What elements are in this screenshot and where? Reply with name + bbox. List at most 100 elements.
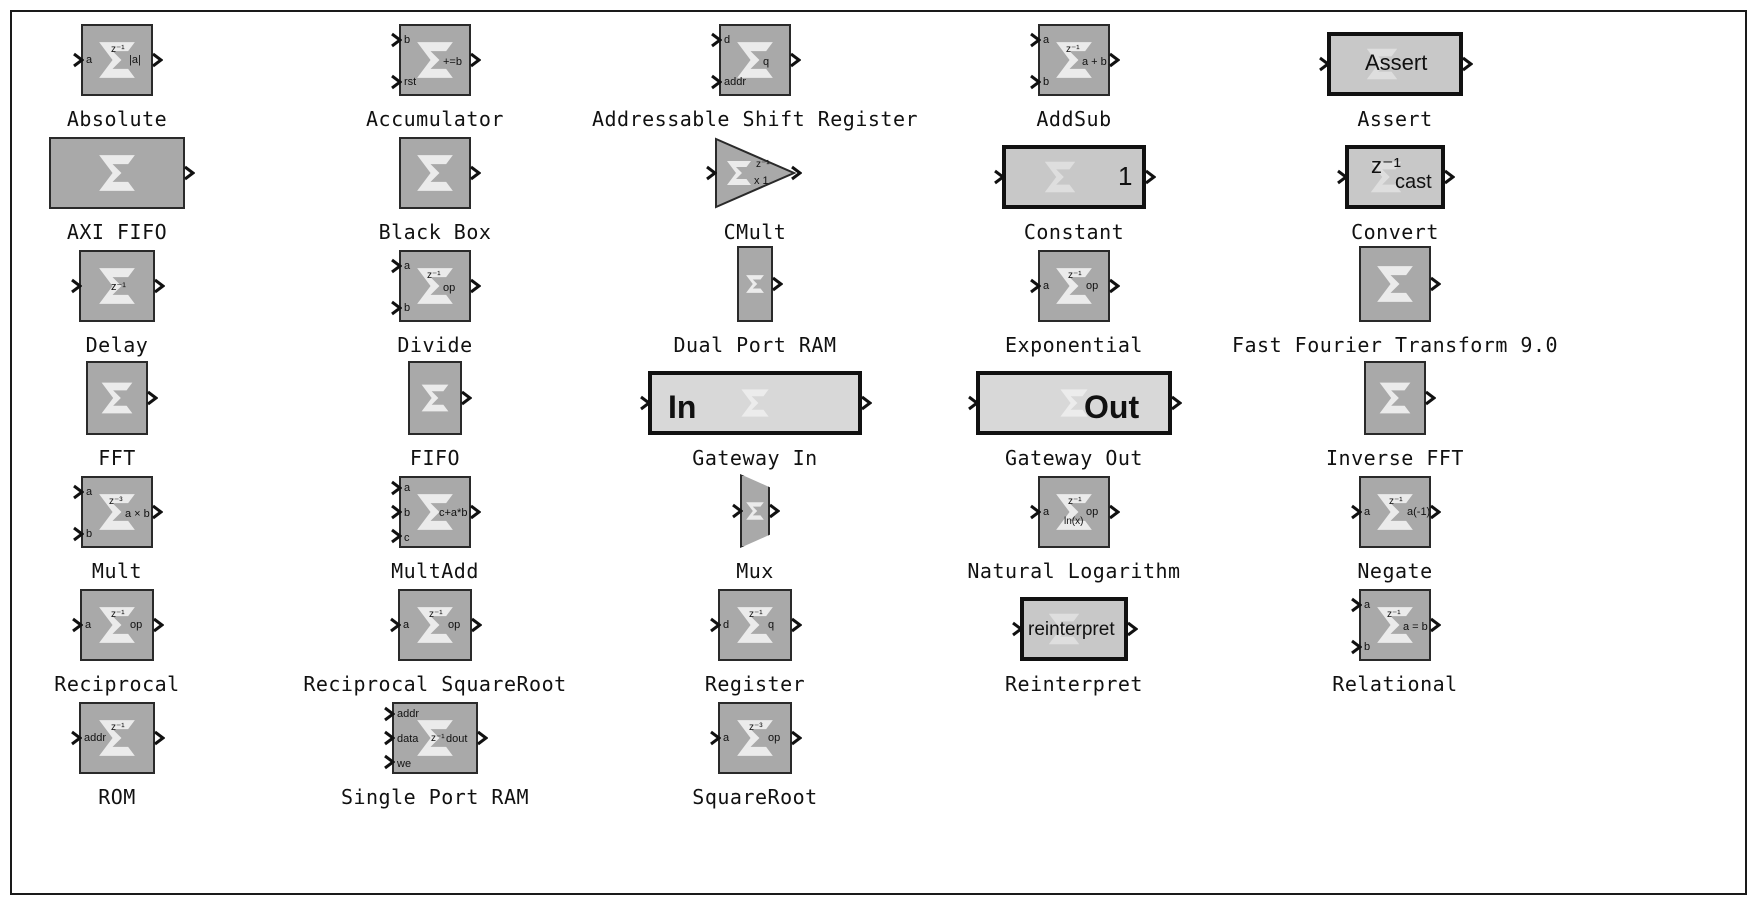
input-port-2-icon[interactable]: [390, 504, 402, 520]
input-port-1-icon[interactable]: [390, 258, 402, 274]
block-black-box[interactable]: Black Box: [265, 129, 605, 253]
input-port-1-icon[interactable]: [383, 706, 395, 722]
output-port-icon[interactable]: [1429, 276, 1441, 292]
input-port-1-icon[interactable]: [70, 278, 82, 294]
mux-block-icon[interactable]: [740, 474, 770, 548]
block-fast-fourier-transform-9-0[interactable]: Fast Fourier Transform 9.0: [1225, 242, 1565, 366]
output-port-icon[interactable]: [790, 165, 802, 181]
output-port-icon[interactable]: [771, 276, 783, 292]
output-port-icon[interactable]: [1126, 621, 1138, 637]
output-port-icon[interactable]: [460, 390, 472, 406]
output-port-icon[interactable]: [469, 504, 481, 520]
delay-block-icon[interactable]: z⁻¹: [79, 250, 155, 322]
input-port-1-icon[interactable]: [639, 395, 651, 411]
input-port-1-icon[interactable]: [967, 395, 979, 411]
output-port-icon[interactable]: [790, 617, 802, 633]
block-dual-port-ram[interactable]: Dual Port RAM: [585, 242, 925, 366]
output-port-icon[interactable]: [1424, 390, 1436, 406]
output-port-icon[interactable]: [153, 730, 165, 746]
input-port-1-icon[interactable]: [389, 617, 401, 633]
input-port-2-icon[interactable]: [710, 74, 722, 90]
constant-block-icon[interactable]: 1: [1002, 145, 1146, 209]
output-port-icon[interactable]: [860, 395, 872, 411]
output-port-icon[interactable]: [469, 278, 481, 294]
block-inverse-fft[interactable]: Inverse FFT: [1225, 355, 1565, 479]
input-port-1-icon[interactable]: [731, 503, 743, 519]
inverse-fft-block-icon[interactable]: [1364, 361, 1426, 435]
input-port-1-icon[interactable]: [1029, 32, 1041, 48]
output-port-icon[interactable]: [1108, 278, 1120, 294]
input-port-3-icon[interactable]: [383, 754, 395, 770]
axi-fifo-block-icon[interactable]: [49, 137, 185, 209]
block-axi-fifo[interactable]: AXI FIFO: [0, 129, 287, 253]
input-port-1-icon[interactable]: [71, 617, 83, 633]
output-port-icon[interactable]: [1429, 617, 1441, 633]
output-port-icon[interactable]: [153, 278, 165, 294]
block-fifo[interactable]: FIFO: [265, 355, 605, 479]
input-port-1-icon[interactable]: [390, 480, 402, 496]
fast-fourier-transform-9-0-block-icon[interactable]: [1359, 246, 1431, 322]
input-port-1-icon[interactable]: [705, 165, 717, 181]
output-port-icon[interactable]: [476, 730, 488, 746]
input-port-3-icon[interactable]: [390, 528, 402, 544]
input-port-1-icon[interactable]: [72, 52, 84, 68]
output-port-icon[interactable]: [1108, 52, 1120, 68]
input-port-1-icon[interactable]: [1336, 169, 1348, 185]
input-port-1-icon[interactable]: [70, 730, 82, 746]
input-port-1-icon[interactable]: [1029, 278, 1041, 294]
block-mux[interactable]: Mux: [585, 468, 925, 592]
input-port-1-icon[interactable]: [1350, 504, 1362, 520]
output-port-icon[interactable]: [1170, 395, 1182, 411]
output-port-icon[interactable]: [1429, 504, 1441, 520]
output-port-icon[interactable]: [790, 730, 802, 746]
input-port-1-icon[interactable]: [390, 32, 402, 48]
input-port-1-icon[interactable]: [709, 617, 721, 633]
fft-block-icon[interactable]: [86, 361, 148, 435]
output-port-icon[interactable]: [469, 52, 481, 68]
output-port-icon[interactable]: [1144, 169, 1156, 185]
output-port-icon[interactable]: [789, 52, 801, 68]
input-port-1-icon[interactable]: [993, 169, 1005, 185]
input-port-1-icon[interactable]: [72, 484, 84, 500]
input-port-1-icon[interactable]: [1029, 504, 1041, 520]
input-port-2-icon[interactable]: [390, 74, 402, 90]
input-port-1-icon[interactable]: [710, 32, 722, 48]
output-port-icon[interactable]: [183, 165, 195, 181]
input-port-2-icon[interactable]: [72, 526, 84, 542]
fifo-block-icon[interactable]: [408, 361, 462, 435]
